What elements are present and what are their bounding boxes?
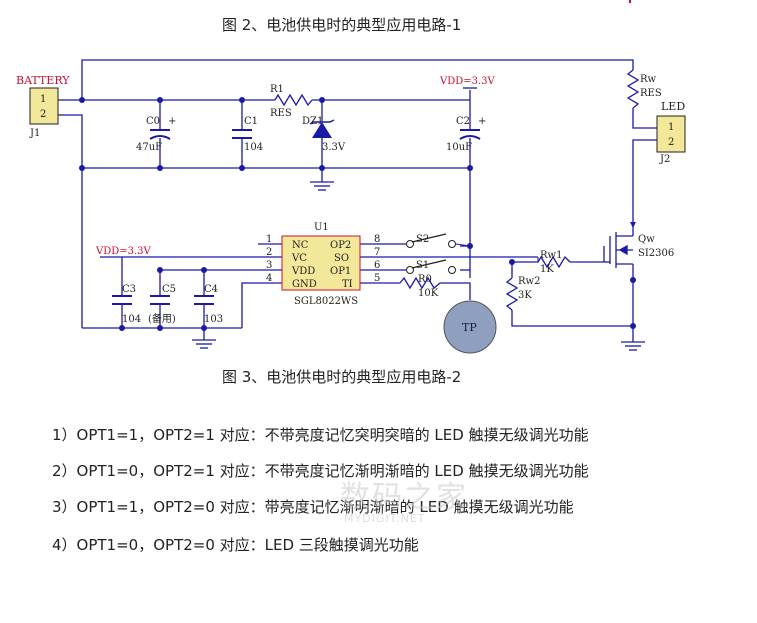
- figure-2-caption: 图 2、电池供电时的典型应用电路-1: [222, 16, 462, 34]
- svg-text:104: 104: [122, 314, 141, 325]
- svg-text:Rw1: Rw1: [540, 250, 562, 261]
- svg-text:J1: J1: [29, 128, 40, 139]
- watermark-sub: MYDIGIT.NET: [344, 512, 426, 525]
- svg-text:3: 3: [266, 260, 272, 271]
- svg-text:10uF: 10uF: [446, 142, 472, 153]
- svg-text:1: 1: [40, 94, 46, 105]
- resistor-rw1: Rw1 1K: [512, 250, 571, 275]
- capacitor-c1: C1 104: [232, 116, 263, 153]
- svg-text:1: 1: [266, 234, 272, 245]
- svg-text:1: 1: [668, 122, 674, 133]
- ic-u1: U1 SGL8022WS 1 2 3 4 NC VC VDD GND OP2 S…: [266, 222, 380, 307]
- svg-text:VDD: VDD: [291, 266, 315, 277]
- svg-text:2: 2: [40, 109, 46, 120]
- svg-text:1K: 1K: [540, 264, 554, 275]
- svg-text:C5: C5: [162, 284, 176, 295]
- watermark: 数码之家: [340, 480, 468, 515]
- battery-connector: [29, 87, 59, 125]
- circuit-schematic: BATTERY 1 2 J1 C0 + 47uF C1 104 R1 RES D…: [16, 0, 686, 354]
- capacitor-c3: C3 104: [112, 284, 141, 325]
- svg-text:SI2306: SI2306: [638, 248, 674, 259]
- svg-text:SO: SO: [334, 253, 349, 264]
- led-connector: [656, 115, 686, 153]
- battery-label: BATTERY: [16, 74, 70, 87]
- list-item: 3）OPT1=1，OPT2=0 对应：带亮度记忆渐明渐暗的 LED 触摸无级调光…: [52, 498, 574, 516]
- svg-text:+: +: [478, 116, 486, 127]
- touch-pad-tp: TP: [443, 300, 497, 354]
- capacitor-c2: C2 + 10uF: [446, 116, 486, 153]
- svg-text:2: 2: [266, 247, 272, 258]
- svg-text:(备用): (备用): [148, 312, 176, 325]
- svg-text:R1: R1: [270, 84, 284, 95]
- svg-text:OP2: OP2: [330, 240, 351, 251]
- svg-text:RES: RES: [270, 108, 292, 119]
- resistor-rw: Rw RES: [626, 69, 662, 109]
- svg-text:103: 103: [204, 314, 223, 325]
- svg-text:U1: U1: [314, 222, 329, 233]
- svg-text:C4: C4: [204, 284, 218, 295]
- svg-text:DZ1: DZ1: [302, 116, 323, 127]
- zener-diode-dz1: DZ1 3.3V: [302, 116, 346, 153]
- capacitor-c0: C0 + 47uF: [136, 116, 176, 153]
- svg-text:C3: C3: [122, 284, 136, 295]
- resistor-r1: R1 RES: [270, 84, 313, 119]
- svg-text:SGL8022WS: SGL8022WS: [294, 296, 358, 307]
- svg-text:NC: NC: [292, 240, 309, 251]
- svg-text:TP: TP: [462, 321, 477, 334]
- svg-text:5: 5: [374, 273, 380, 284]
- capacitor-c5: C5 (备用): [148, 284, 176, 325]
- list-item: 1）OPT1=1，OPT2=1 对应：不带亮度记忆突明突暗的 LED 触摸无级调…: [52, 426, 589, 444]
- svg-text:S2: S2: [416, 234, 429, 245]
- figure-3-caption: 图 3、电池供电时的典型应用电路-2: [222, 368, 462, 386]
- svg-text:Qw: Qw: [638, 234, 655, 245]
- svg-text:4: 4: [266, 273, 272, 284]
- svg-text:2: 2: [668, 137, 674, 148]
- svg-text:GND: GND: [292, 279, 317, 290]
- mosfet-qw: [604, 226, 634, 270]
- list-item: 2）OPT1=0，OPT2=1 对应：不带亮度记忆渐明渐暗的 LED 触摸无级调…: [52, 462, 589, 480]
- svg-text:Rw: Rw: [640, 74, 657, 85]
- svg-text:3.3V: 3.3V: [322, 142, 346, 153]
- svg-text:47uF: 47uF: [136, 142, 162, 153]
- svg-text:OP1: OP1: [330, 266, 351, 277]
- ground-symbol: [621, 341, 645, 351]
- svg-text:10K: 10K: [418, 288, 439, 299]
- svg-text:R0: R0: [418, 274, 432, 285]
- svg-text:S1: S1: [416, 260, 429, 271]
- vdd-left-label: VDD=3.3V: [95, 246, 152, 257]
- junction-dots: [79, 97, 636, 331]
- capacitor-c4: C4 103: [194, 284, 223, 325]
- svg-text:6: 6: [374, 260, 380, 271]
- switch-s1: S1: [406, 259, 456, 274]
- list-item: 4）OPT1=0，OPT2=0 对应：LED 三段触摸调光功能: [52, 536, 419, 554]
- svg-text:TI: TI: [342, 279, 353, 290]
- svg-text:7: 7: [374, 247, 380, 258]
- svg-text:VC: VC: [291, 253, 307, 264]
- svg-text:Rw2: Rw2: [518, 276, 540, 287]
- ground-symbol: [310, 181, 334, 191]
- svg-text:+: +: [168, 116, 176, 127]
- svg-text:3K: 3K: [518, 290, 532, 301]
- resistor-r0: R0 10K: [399, 274, 441, 299]
- svg-text:J2: J2: [659, 154, 670, 165]
- svg-text:C2: C2: [456, 116, 470, 127]
- svg-text:8: 8: [374, 234, 380, 245]
- svg-text:C1: C1: [244, 116, 258, 127]
- resistor-rw2: Rw2 3K: [505, 276, 540, 311]
- vdd-top-label: VDD=3.3V: [439, 76, 496, 87]
- switch-s2: S2: [406, 233, 471, 248]
- svg-text:RES: RES: [640, 88, 662, 99]
- ground-symbol: [192, 339, 216, 349]
- svg-text:C0: C0: [146, 116, 160, 127]
- led-label: LED: [661, 100, 685, 113]
- svg-text:104: 104: [244, 142, 263, 153]
